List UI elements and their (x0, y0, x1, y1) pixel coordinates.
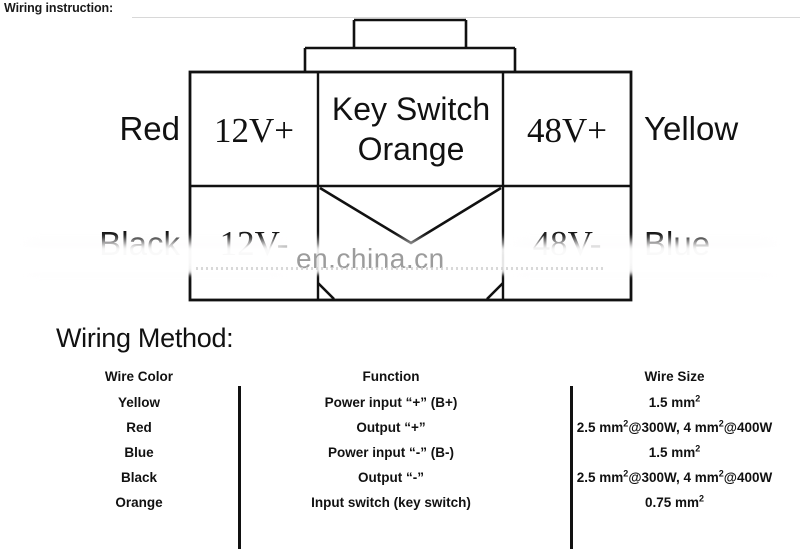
key-switch-label: Key Switch (332, 91, 490, 127)
cell-function: Power input “+” (B+) (324, 395, 458, 410)
column-header-function: Function (362, 369, 420, 384)
cell-wire-color: Yellow (117, 395, 161, 410)
column-header-wire-color: Wire Color (104, 369, 174, 384)
bottom-tab-right (486, 282, 504, 300)
bottom-tab-left (317, 282, 335, 300)
cell-wire-size: 1.5 mm2 (648, 393, 701, 410)
wire-label-blue: Blue (644, 225, 710, 262)
table-row: Orange Input switch (key switch) 0.75 mm2 (50, 490, 795, 515)
cell-wire-size: 1.5 mm2 (648, 443, 701, 460)
cell-top-left-label: 12V+ (214, 111, 294, 150)
wire-label-red: Red (119, 110, 180, 147)
table-vertical-rule-1 (238, 386, 241, 549)
cell-wire-size: 2.5 mm2@300W, 4 mm2@400W (576, 418, 773, 435)
wire-label-yellow: Yellow (644, 110, 738, 147)
table-row: Red Output “+” 2.5 mm2@300W, 4 mm2@400W (50, 415, 795, 440)
cell-wire-color: Blue (124, 445, 154, 460)
cell-function: Output “-” (358, 470, 424, 485)
table-row: Black Output “-” 2.5 mm2@300W, 4 mm2@400W (50, 465, 795, 490)
key-switch-v-linkage (319, 186, 502, 245)
cell-bottom-left-label: 12V- (220, 224, 289, 263)
wiring-diagram-svg: 12V+ 12V- 48V+ 48V- Key Switch Orange Re… (99, 18, 738, 302)
cell-wire-color: Red (126, 420, 152, 435)
cell-wire-size: 2.5 mm2@300W, 4 mm2@400W (576, 468, 773, 485)
cell-wire-color: Black (120, 470, 158, 485)
cell-function: Output “+” (356, 420, 426, 435)
table-row: Blue Power input “-” (B-) 1.5 mm2 (50, 440, 795, 465)
cell-top-right-label: 48V+ (527, 111, 607, 150)
column-header-wire-size: Wire Size (644, 369, 705, 384)
header-divider (132, 17, 800, 18)
table-header-row: Wire Color Function Wire Size (50, 364, 795, 390)
wiring-diagram: 12V+ 12V- 48V+ 48V- Key Switch Orange Re… (99, 18, 738, 302)
cell-function: Input switch (key switch) (311, 495, 471, 510)
cell-bottom-right-label: 48V- (533, 224, 602, 263)
cell-wire-size: 0.75 mm2 (644, 493, 705, 510)
wiring-method-heading: Wiring Method: (56, 323, 234, 353)
key-switch-wire-color-label: Orange (358, 131, 465, 167)
table-vertical-rule-2 (570, 386, 573, 549)
wire-label-black: Black (99, 225, 180, 262)
cell-function: Power input “-” (B-) (328, 445, 454, 460)
page-title: Wiring instruction: (4, 1, 114, 15)
table-row: Yellow Power input “+” (B+) 1.5 mm2 (50, 390, 795, 415)
top-connector-tab (352, 18, 468, 48)
cell-wire-color: Orange (115, 495, 163, 510)
connector-shoulder (303, 46, 517, 73)
